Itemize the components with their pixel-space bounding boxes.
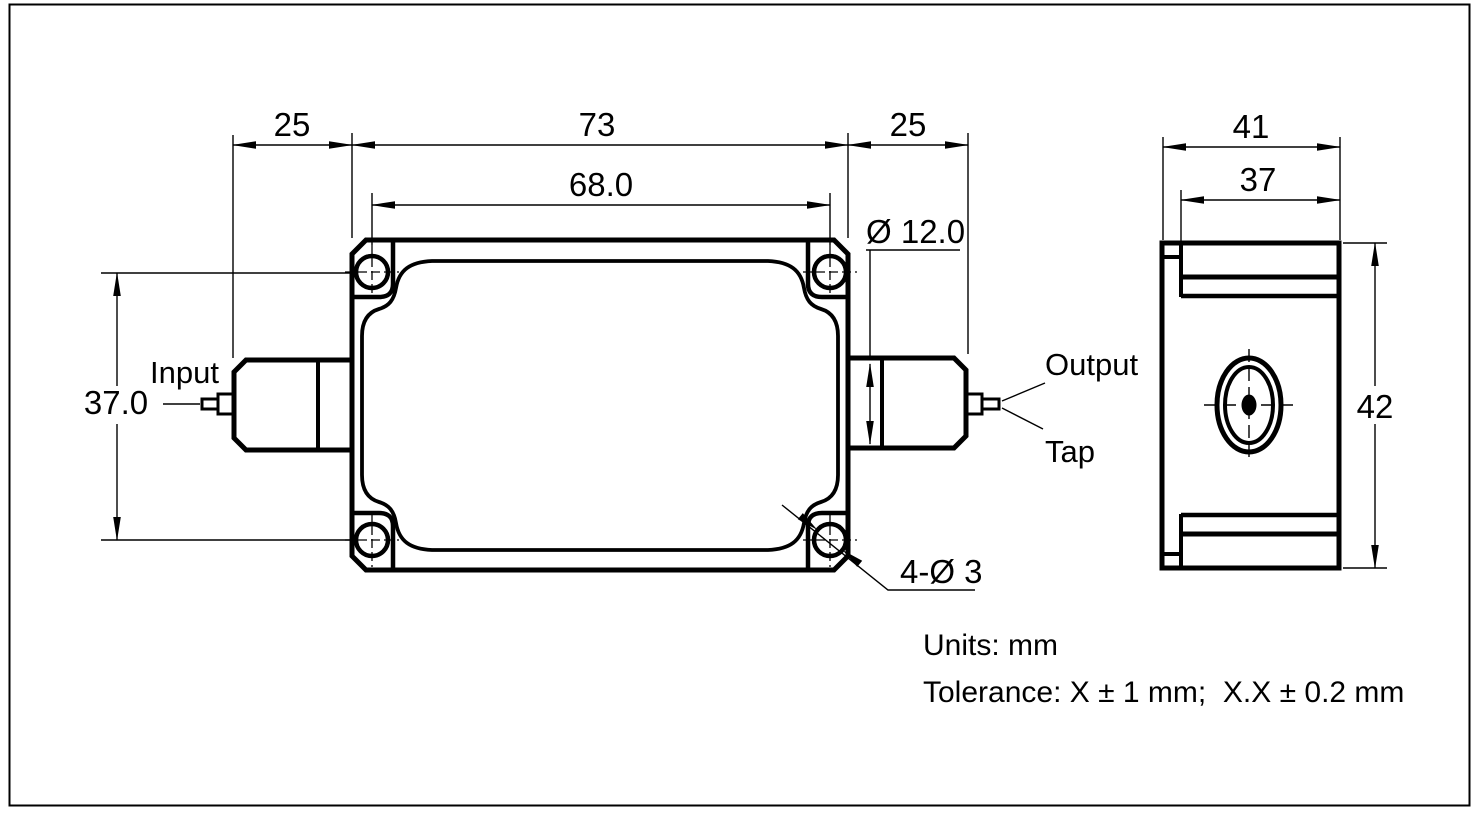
output-label: Output <box>1045 347 1138 382</box>
output-pin-rod <box>980 397 1001 411</box>
screw-boss-top-left <box>354 242 396 300</box>
dim-overall-width-label: 41 <box>1233 108 1270 145</box>
front-view <box>200 237 1001 573</box>
output-connector <box>848 355 1001 451</box>
output-barrel <box>848 355 969 451</box>
sheet-border <box>8 3 1471 807</box>
side-lid-profile <box>1163 245 1337 566</box>
units-note: Units: mm <box>923 629 1058 662</box>
center-mark <box>345 245 399 299</box>
dim-hole-spacing-h-label: 68.0 <box>569 166 633 203</box>
screw-boss-top-right <box>805 242 846 300</box>
dim-height-label: 42 <box>1357 388 1394 425</box>
port-center-mark <box>1204 349 1294 461</box>
dim-left-offset-label: 25 <box>274 106 311 143</box>
output-leader <box>1001 382 1046 402</box>
dim-hole-spacing-v-label: 37.0 <box>84 384 148 421</box>
center-mark <box>345 513 399 567</box>
lid-outline <box>360 259 840 552</box>
dim-lid-width-label: 37 <box>1240 161 1277 198</box>
mounting-holes <box>345 245 857 567</box>
tolerance-note: Tolerance: X ± 1 mm; X.X ± 0.2 mm <box>923 676 1404 709</box>
tap-leader <box>1001 407 1044 430</box>
holes-leader-arrow <box>797 513 818 530</box>
housing-outline <box>349 237 851 573</box>
center-mark <box>803 513 857 567</box>
input-connector <box>200 357 352 453</box>
input-barrel <box>231 357 352 453</box>
screw-boss-bottom-left <box>354 510 396 568</box>
center-mark <box>803 245 857 299</box>
side-connector-port <box>1204 349 1294 461</box>
input-pin-rod <box>200 397 221 411</box>
tap-label: Tap <box>1045 434 1095 469</box>
side-view <box>1159 240 1342 571</box>
holes-leader <box>781 504 975 591</box>
dim-body-width-label: 73 <box>579 106 616 143</box>
holes-leader-arrow <box>842 550 863 567</box>
notes: Units: mm Tolerance: X ± 1 mm; X.X ± 0.2… <box>923 629 1404 709</box>
dim-right-offset-label: 25 <box>890 106 927 143</box>
dim-connector-diameter-label: Ø 12.0 <box>866 213 965 250</box>
dimensions: 25 73 25 68.0 Ø 12.0 37.0 Input Output T… <box>84 106 1394 591</box>
dim-mounting-holes-label: 4-Ø 3 <box>900 553 983 590</box>
input-label: Input <box>150 355 219 390</box>
